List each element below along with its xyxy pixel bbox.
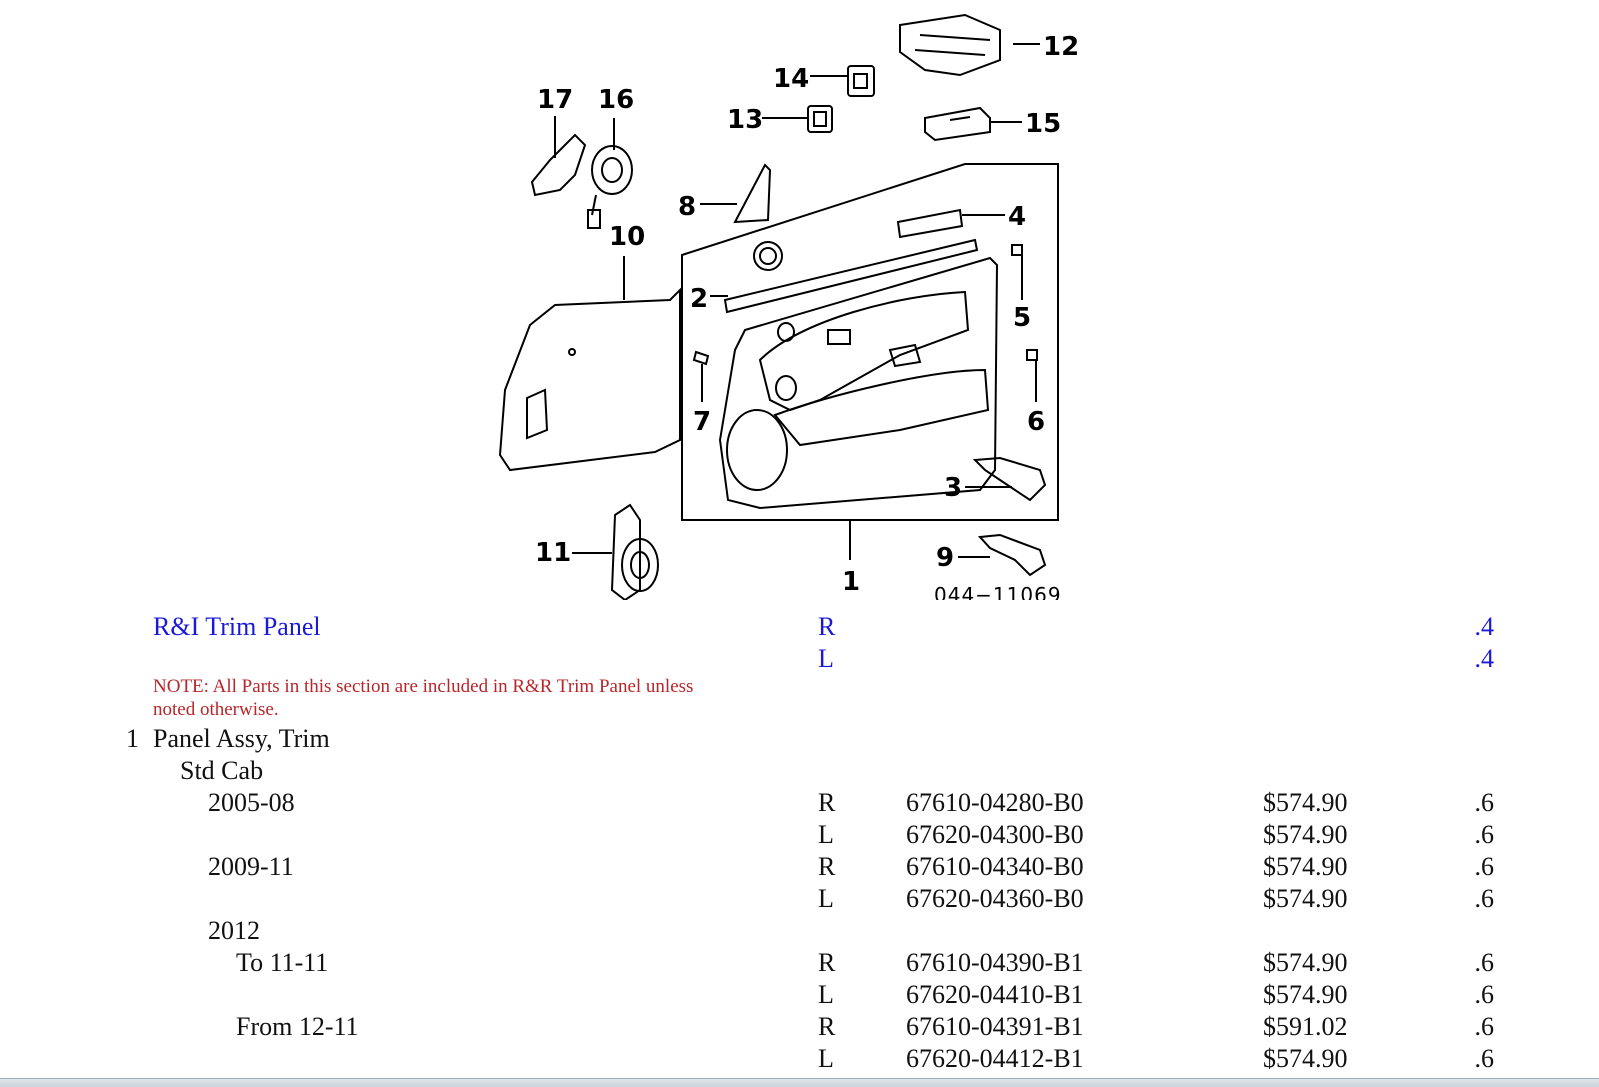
date-range: To 11-11 <box>236 948 329 977</box>
callout-2: 2 <box>690 284 708 314</box>
part-number[interactable]: 67610-04391-B1 <box>906 1012 1084 1041</box>
callout-4: 4 <box>1008 202 1026 232</box>
side: R <box>818 788 836 817</box>
labor-time: .6 <box>1474 852 1495 881</box>
callout-6: 6 <box>1027 407 1045 437</box>
part-number[interactable]: 67610-04280-B0 <box>906 788 1084 817</box>
price: $591.02 <box>1263 1012 1348 1041</box>
callout-11: 11 <box>535 538 571 568</box>
table-row: L 67620-04300-B0 $574.90 .6 <box>0 819 1599 851</box>
year-range: 2012 <box>208 916 260 945</box>
side: R <box>818 612 836 641</box>
labor-time: .6 <box>1474 884 1495 913</box>
section-note: NOTE: All Parts in this section are incl… <box>153 676 694 720</box>
date-range: From 12-11 <box>236 1012 359 1041</box>
parts-diagram: 12 14 13 15 17 16 8 4 10 2 5 7 6 3 11 9 … <box>498 13 1079 600</box>
figure-code: 044−11069 <box>934 583 1062 600</box>
part-number[interactable]: 67620-04360-B0 <box>906 884 1084 913</box>
table-row: 2005-08 R 67610-04280-B0 $574.90 .6 <box>0 787 1599 819</box>
labor-time: .6 <box>1474 1012 1495 1041</box>
price: $574.90 <box>1263 788 1348 817</box>
price: $574.90 <box>1263 948 1348 977</box>
price: $574.90 <box>1263 820 1348 849</box>
part-number[interactable]: 67620-04300-B0 <box>906 820 1084 849</box>
header-row-r: R&I Trim Panel R .4 <box>0 611 1599 643</box>
labor-time: .6 <box>1474 1044 1495 1073</box>
callout-16: 16 <box>598 85 634 115</box>
year-range: 2009-11 <box>208 852 294 881</box>
price: $574.90 <box>1263 1044 1348 1073</box>
price: $574.90 <box>1263 980 1348 1009</box>
callout-7: 7 <box>693 407 711 437</box>
part-number[interactable]: 67610-04390-B1 <box>906 948 1084 977</box>
side: R <box>818 1012 836 1041</box>
header-row-l: L .4 <box>0 643 1599 675</box>
side: R <box>818 852 836 881</box>
year-row: 2012 <box>0 915 1599 947</box>
part-number[interactable]: 67610-04340-B0 <box>906 852 1084 881</box>
part-number[interactable]: 67620-04410-B1 <box>906 980 1084 1009</box>
table-row: L 67620-04412-B1 $574.90 .6 <box>0 1043 1599 1075</box>
part-number[interactable]: 67620-04412-B1 <box>906 1044 1084 1073</box>
callout-9: 9 <box>936 543 954 573</box>
table-row: L 67620-04410-B1 $574.90 .6 <box>0 979 1599 1011</box>
side: L <box>818 644 834 673</box>
callout-5: 5 <box>1013 303 1031 333</box>
trim-panel-frame <box>681 163 1059 521</box>
side: R <box>818 948 836 977</box>
labor-time: .4 <box>1474 612 1495 641</box>
callout-15: 15 <box>1025 109 1061 139</box>
callout-8: 8 <box>678 192 696 222</box>
item-name: Panel Assy, Trim <box>153 724 330 753</box>
item-row: 1 Panel Assy, Trim <box>0 723 1599 755</box>
table-row: 2009-11 R 67610-04340-B0 $574.90 .6 <box>0 851 1599 883</box>
window-bottom-edge <box>0 1078 1599 1087</box>
table-row: From 12-11 R 67610-04391-B1 $591.02 .6 <box>0 1011 1599 1043</box>
table-row: To 11-11 R 67610-04390-B1 $574.90 .6 <box>0 947 1599 979</box>
price: $574.90 <box>1263 884 1348 913</box>
callout-3: 3 <box>944 473 962 503</box>
callout-13: 13 <box>727 105 763 135</box>
labor-time: .4 <box>1474 644 1495 673</box>
labor-time: .6 <box>1474 820 1495 849</box>
side: L <box>818 980 834 1009</box>
labor-time: .6 <box>1474 980 1495 1009</box>
callout-10: 10 <box>609 222 645 252</box>
side: L <box>818 820 834 849</box>
trim-panel-shape <box>718 256 999 510</box>
price: $574.90 <box>1263 852 1348 881</box>
callout-14: 14 <box>773 64 809 94</box>
side: L <box>818 1044 834 1073</box>
labor-time: .6 <box>1474 948 1495 977</box>
callout-12: 12 <box>1043 32 1079 62</box>
section-title[interactable]: R&I Trim Panel <box>153 612 321 641</box>
year-range: 2005-08 <box>208 788 295 817</box>
item-variant: Std Cab <box>180 756 264 785</box>
item-number: 1 <box>126 724 139 753</box>
callout-1: 1 <box>842 567 860 597</box>
table-row: L 67620-04360-B0 $574.90 .6 <box>0 883 1599 915</box>
callout-17: 17 <box>537 85 573 115</box>
sub-row: Std Cab <box>0 755 1599 787</box>
labor-time: .6 <box>1474 788 1495 817</box>
side: L <box>818 884 834 913</box>
